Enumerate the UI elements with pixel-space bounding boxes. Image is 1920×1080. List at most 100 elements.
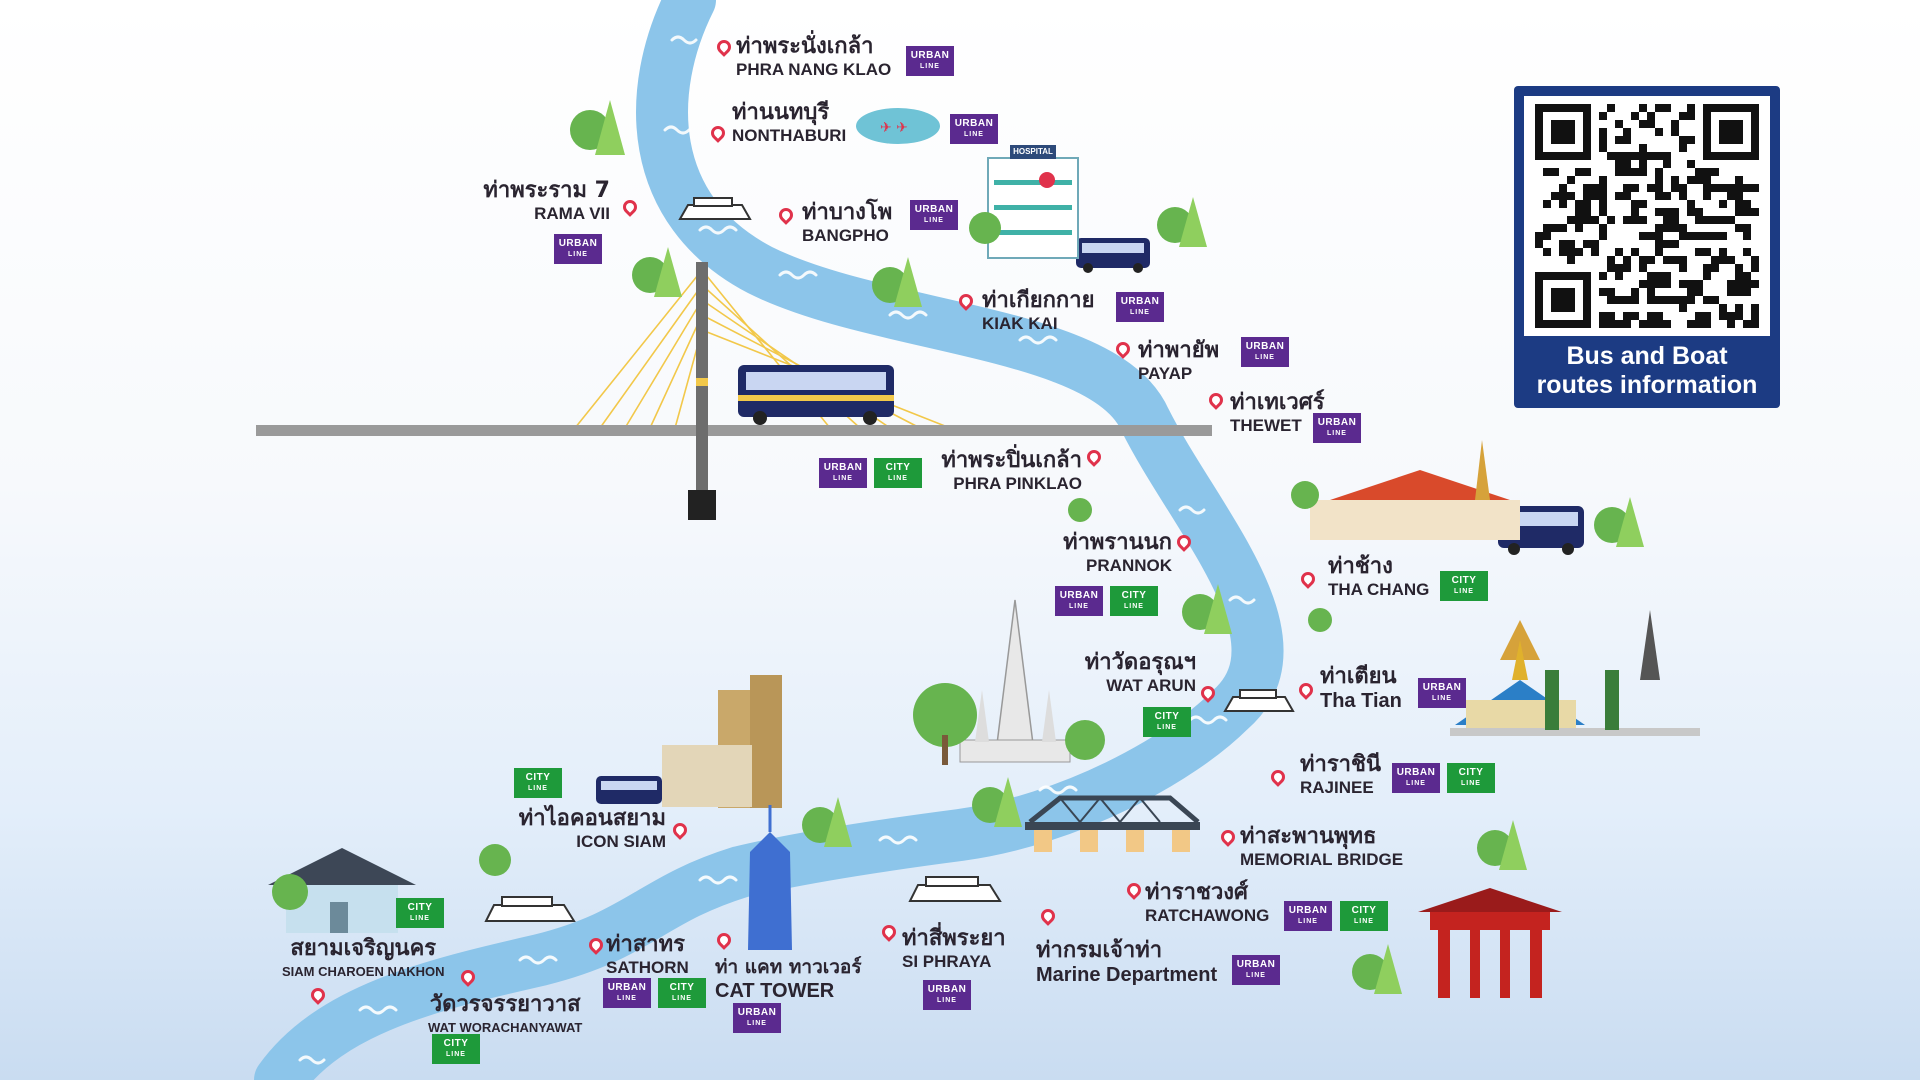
stop-thewet[interactable]: ท่าเทเวศร์ THEWET <box>1230 390 1325 436</box>
trees <box>272 100 1644 994</box>
qr-module <box>1567 256 1575 264</box>
stop-prannok[interactable]: ท่าพรานนก PRANNOK <box>1020 530 1172 576</box>
stop-name-thai: ท่าราชวงศ์ <box>1145 880 1249 905</box>
qr-module <box>1567 176 1575 184</box>
stop-phra-pinklao[interactable]: ท่าพระปิ่นเกล้า PHRA PINKLAO <box>900 448 1082 494</box>
stop-cat-tower[interactable]: ท่า แคท ทาวเวอร์ CAT TOWER <box>715 954 862 1002</box>
qr-module <box>1623 168 1631 176</box>
qr-module <box>1679 112 1687 120</box>
qr-module <box>1671 208 1679 216</box>
qr-module <box>1615 192 1623 200</box>
qr-code[interactable] <box>1524 96 1770 336</box>
qr-module <box>1671 120 1679 128</box>
qr-module <box>1551 168 1559 176</box>
badge-sublabel: LINE <box>1327 430 1347 437</box>
qr-code-card[interactable]: Bus and Boat routes information <box>1514 86 1780 408</box>
stop-name-thai: ท่าราชินี <box>1300 752 1381 777</box>
badge-sublabel: LINE <box>1130 309 1150 316</box>
stop-wat-arun[interactable]: ท่าวัดอรุณฯ WAT ARUN <box>1040 650 1196 696</box>
qr-module <box>1687 288 1695 296</box>
stop-sathorn[interactable]: ท่าสาทร SATHORN <box>606 932 689 978</box>
qr-module <box>1639 168 1647 176</box>
qr-module <box>1687 136 1695 144</box>
qr-module <box>1735 176 1743 184</box>
qr-module <box>1711 168 1719 176</box>
stop-payap[interactable]: ท่าพายัพ PAYAP <box>1138 338 1219 384</box>
qr-module <box>1655 128 1663 136</box>
stop-si-phraya[interactable]: ท่าสี่พระยา SI PHRAYA <box>902 926 1006 972</box>
badge-label: CITY <box>525 772 551 783</box>
qr-module <box>1631 216 1639 224</box>
badge-label: URBAN <box>910 50 950 61</box>
stop-siam-charoen-nakhon[interactable]: สยามเจริญนคร SIAM CHAROEN NAKHON <box>282 936 445 982</box>
city-line-badge: CITY LINE <box>1340 901 1388 931</box>
stop-tha-chang[interactable]: ท่าช้าง THA CHANG <box>1328 554 1429 600</box>
stop-bangpho[interactable]: ท่าบางโพ BANGPHO <box>802 200 892 246</box>
qr-module <box>1687 112 1695 120</box>
qr-module <box>1735 288 1743 296</box>
bus-icon-siam <box>596 776 662 804</box>
qr-module <box>1647 256 1655 264</box>
temple-tha-chang <box>1310 440 1520 540</box>
qr-module <box>1615 264 1623 272</box>
qr-module <box>1751 264 1759 272</box>
qr-module <box>1599 232 1607 240</box>
qr-module <box>1655 296 1663 304</box>
qr-module <box>1623 160 1631 168</box>
qr-caption-line2: routes information <box>1536 371 1758 399</box>
stop-name-english: SI PHRAYA <box>902 952 992 971</box>
stop-name-english: RATCHAWONG <box>1145 906 1270 925</box>
stop-ratchawong[interactable]: ท่าราชวงศ์ RATCHAWONG <box>1145 880 1269 926</box>
stop-wat-worachanyawat[interactable]: วัดวรจรรยาวาส WAT WORACHANYAWAT <box>428 992 582 1038</box>
qr-module <box>1567 192 1575 200</box>
badge-label: CITY <box>1351 905 1377 916</box>
qr-module <box>1647 312 1655 320</box>
stop-name-thai: ท่าบางโพ <box>802 200 893 225</box>
qr-module <box>1639 160 1647 168</box>
stop-tha-tian[interactable]: ท่าเตียน Tha Tian <box>1320 664 1402 712</box>
stop-kiak-kai[interactable]: ท่าเกียกกาย KIAK KAI <box>982 288 1094 334</box>
qr-module <box>1583 192 1591 200</box>
qr-module <box>1559 192 1567 200</box>
qr-module <box>1735 192 1743 200</box>
qr-module <box>1735 224 1743 232</box>
qr-module <box>1719 184 1727 192</box>
badge-sublabel: LINE <box>920 63 940 70</box>
qr-module <box>1695 320 1703 328</box>
stop-rama-vii[interactable]: ท่าพระราม 7 RAMA VII <box>470 178 610 224</box>
qr-module <box>1535 232 1543 240</box>
qr-module <box>1623 256 1631 264</box>
stop-nonthaburi[interactable]: ท่านนทบุรี NONTHABURI <box>732 100 846 146</box>
stop-name-english: PHRA NANG KLAO <box>736 60 892 79</box>
stop-phra-nang-klao[interactable]: ท่าพระนั่งเกล้า PHRA NANG KLAO <box>736 34 891 80</box>
qr-module <box>1703 296 1711 304</box>
badge-label: URBAN <box>558 238 598 249</box>
qr-module <box>1711 184 1719 192</box>
qr-module <box>1727 184 1735 192</box>
stop-marine-department[interactable]: ท่ากรมเจ้าท่า Marine Department <box>1036 938 1217 986</box>
stop-icon-siam[interactable]: ท่าไอคอนสยาม ICON SIAM <box>500 806 666 852</box>
stop-memorial-bridge[interactable]: ท่าสะพานพุทธ MEMORIAL BRIDGE <box>1240 824 1403 870</box>
qr-module <box>1735 200 1743 208</box>
stop-rajinee[interactable]: ท่าราชินี RAJINEE <box>1300 752 1381 798</box>
stop-name-english: PHRA PINKLAO <box>953 474 1082 493</box>
boats <box>484 197 1295 922</box>
chao-phraya-river <box>254 0 1284 1080</box>
qr-module <box>1647 320 1655 328</box>
qr-module <box>1735 184 1743 192</box>
qr-module <box>1559 240 1567 248</box>
qr-module <box>1599 272 1607 280</box>
qr-module <box>1727 216 1735 224</box>
qr-module <box>1639 264 1647 272</box>
qr-module <box>1559 248 1567 256</box>
badge-sublabel: LINE <box>617 995 637 1002</box>
badge-label: CITY <box>407 902 433 913</box>
stop-name-thai: ท่าเทเวศร์ <box>1230 390 1325 415</box>
badge-sublabel: LINE <box>1354 918 1374 925</box>
